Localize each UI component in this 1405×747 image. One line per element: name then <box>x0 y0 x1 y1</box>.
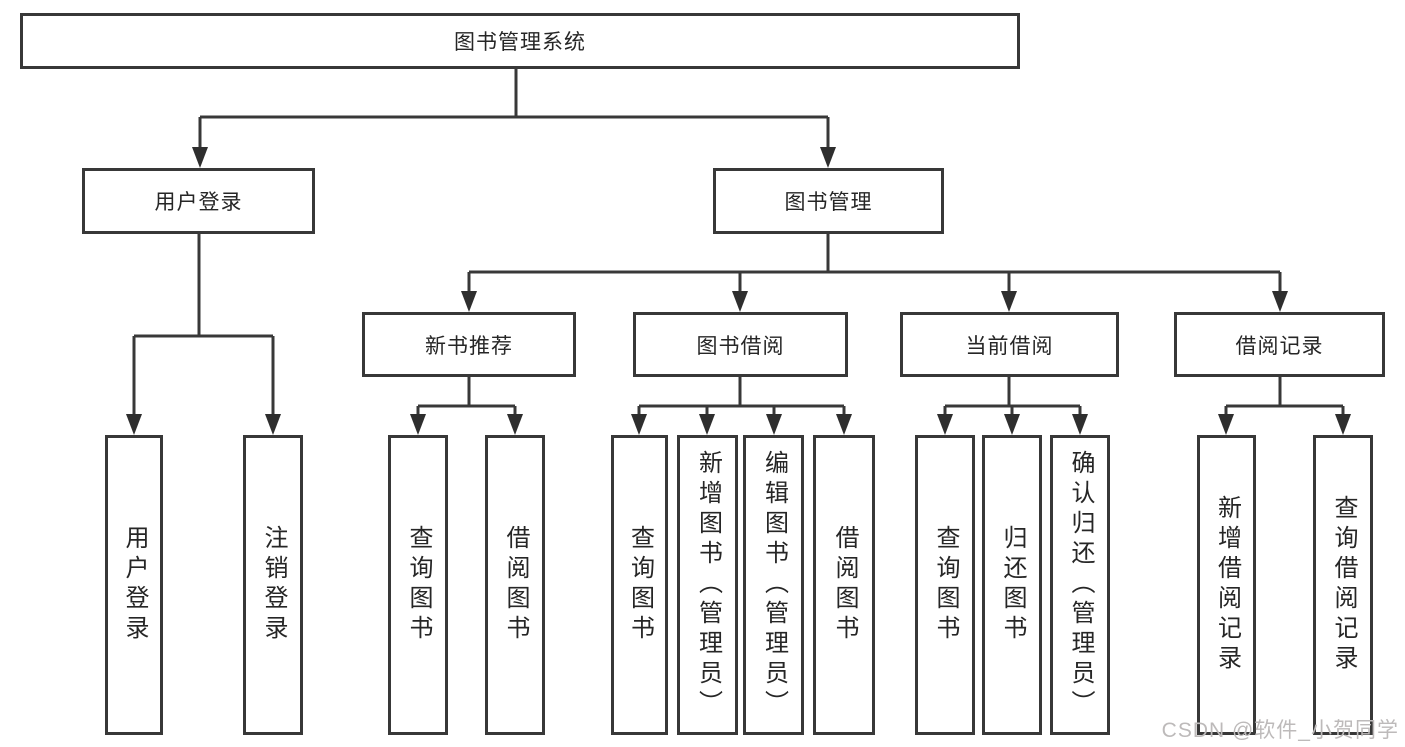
arrowhead-icon <box>937 414 953 435</box>
node-label: 查询图书 <box>626 525 654 645</box>
connector-current-borrow-children <box>943 377 1082 417</box>
arrowhead-icon <box>1001 291 1017 312</box>
arrowhead-icon <box>1072 414 1088 435</box>
node-book-management: 图书管理 <box>713 168 944 234</box>
node-label: 当前借阅 <box>965 334 1054 358</box>
leaf-query-borrow-record: 查询借阅记录 <box>1313 435 1373 735</box>
connector-root-to-level2 <box>198 68 830 150</box>
watermark: CSDN @软件_小贺同学 <box>1161 719 1399 742</box>
arrowhead-icon <box>766 414 782 435</box>
node-new-book-recommendation: 新书推荐 <box>362 312 576 377</box>
arrowhead-icon <box>192 147 208 168</box>
connector-borrow-records-children <box>1224 377 1345 417</box>
leaf-add-books-admin: 新增图书（管理员） <box>677 435 738 735</box>
arrowhead-icon <box>1272 291 1288 312</box>
arrowhead-icon <box>699 414 715 435</box>
node-label: 编辑图书（管理员） <box>760 450 788 720</box>
node-library-system: 图书管理系统 <box>20 13 1020 69</box>
node-current-borrowing: 当前借阅 <box>900 312 1119 377</box>
arrowhead-icon <box>1004 414 1020 435</box>
leaf-query-books-2: 查询图书 <box>611 435 668 735</box>
node-label: 用户登录 <box>121 525 148 645</box>
leaf-user-login: 用户登录 <box>105 435 163 735</box>
connector-book-borrow-children <box>637 377 846 417</box>
node-label: 图书管理系统 <box>454 31 586 54</box>
node-label: 注销登录 <box>260 525 287 645</box>
arrowhead-icon <box>820 147 836 168</box>
node-borrowing-records: 借阅记录 <box>1174 312 1385 377</box>
connector-user-login-children <box>132 234 275 417</box>
node-label: 图书管理 <box>784 191 873 214</box>
node-label: 查询图书 <box>405 525 432 645</box>
node-label: 借阅记录 <box>1235 334 1324 358</box>
arrowhead-icon <box>410 414 426 435</box>
node-label: 借阅图书 <box>831 525 858 645</box>
node-label: 查询借阅记录 <box>1330 495 1357 675</box>
node-label: 用户登录 <box>154 191 243 214</box>
node-label: 图书借阅 <box>696 334 785 358</box>
node-label: 新增图书（管理员） <box>694 450 722 720</box>
node-label: 新书推荐 <box>425 334 513 358</box>
node-user-login: 用户登录 <box>82 168 315 234</box>
leaf-logout: 注销登录 <box>243 435 303 735</box>
arrowhead-icon <box>126 414 142 435</box>
node-label: 确认归还（管理员） <box>1067 450 1094 720</box>
arrowhead-icon <box>631 414 647 435</box>
arrowhead-icon <box>1335 414 1351 435</box>
node-label: 新增借阅记录 <box>1213 495 1241 675</box>
arrowhead-icon <box>507 414 523 435</box>
leaf-edit-books-admin: 编辑图书（管理员） <box>743 435 804 735</box>
leaf-borrow-books-1: 借阅图书 <box>485 435 545 735</box>
node-book-borrowing: 图书借阅 <box>633 312 848 377</box>
leaf-query-books-1: 查询图书 <box>388 435 448 735</box>
arrowhead-icon <box>836 414 852 435</box>
node-label: 查询图书 <box>932 525 959 645</box>
connector-new-book-rec-children <box>416 377 517 417</box>
arrowhead-icon <box>1218 414 1234 435</box>
node-label: 借阅图书 <box>502 525 529 645</box>
leaf-confirm-return-admin: 确认归还（管理员） <box>1050 435 1110 735</box>
node-label: 归还图书 <box>999 525 1026 645</box>
leaf-query-books-3: 查询图书 <box>915 435 975 735</box>
connector-book-mgmt-children <box>467 234 1282 294</box>
leaf-add-borrow-record: 新增借阅记录 <box>1197 435 1256 735</box>
arrowhead-icon <box>732 291 748 312</box>
arrowhead-icon <box>461 291 477 312</box>
arrowhead-icon <box>265 414 281 435</box>
leaf-borrow-books-2: 借阅图书 <box>813 435 875 735</box>
leaf-return-books: 归还图书 <box>982 435 1042 735</box>
